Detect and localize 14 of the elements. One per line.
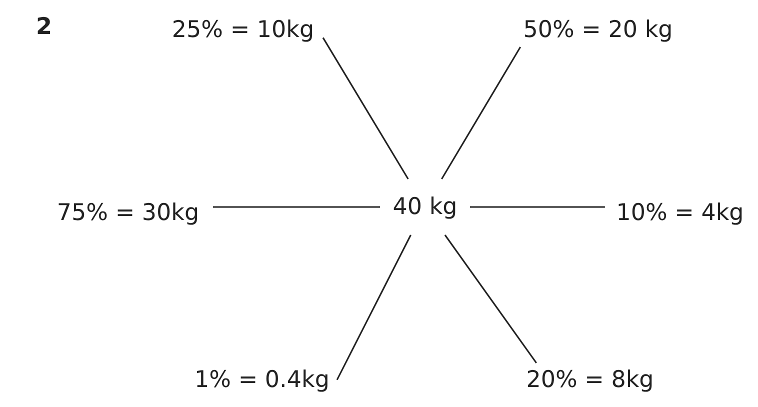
connector-line <box>322 37 409 180</box>
value-text: 40 kg <box>392 194 458 220</box>
value-text: 10% = 4kg <box>616 200 744 226</box>
value-text: 20% = 8kg <box>526 367 654 393</box>
connector-line <box>336 234 412 380</box>
connector-line <box>213 206 380 208</box>
value-text: 1% = 0.4kg <box>194 367 330 393</box>
connector-line <box>444 234 538 364</box>
connector-line <box>470 206 605 208</box>
connector-line <box>441 46 522 180</box>
question-number: 2 <box>36 14 52 40</box>
value-text: 25% = 10kg <box>172 17 314 43</box>
value-text: 50% = 20 kg <box>523 17 673 43</box>
value-text: 75% = 30kg <box>56 200 200 226</box>
